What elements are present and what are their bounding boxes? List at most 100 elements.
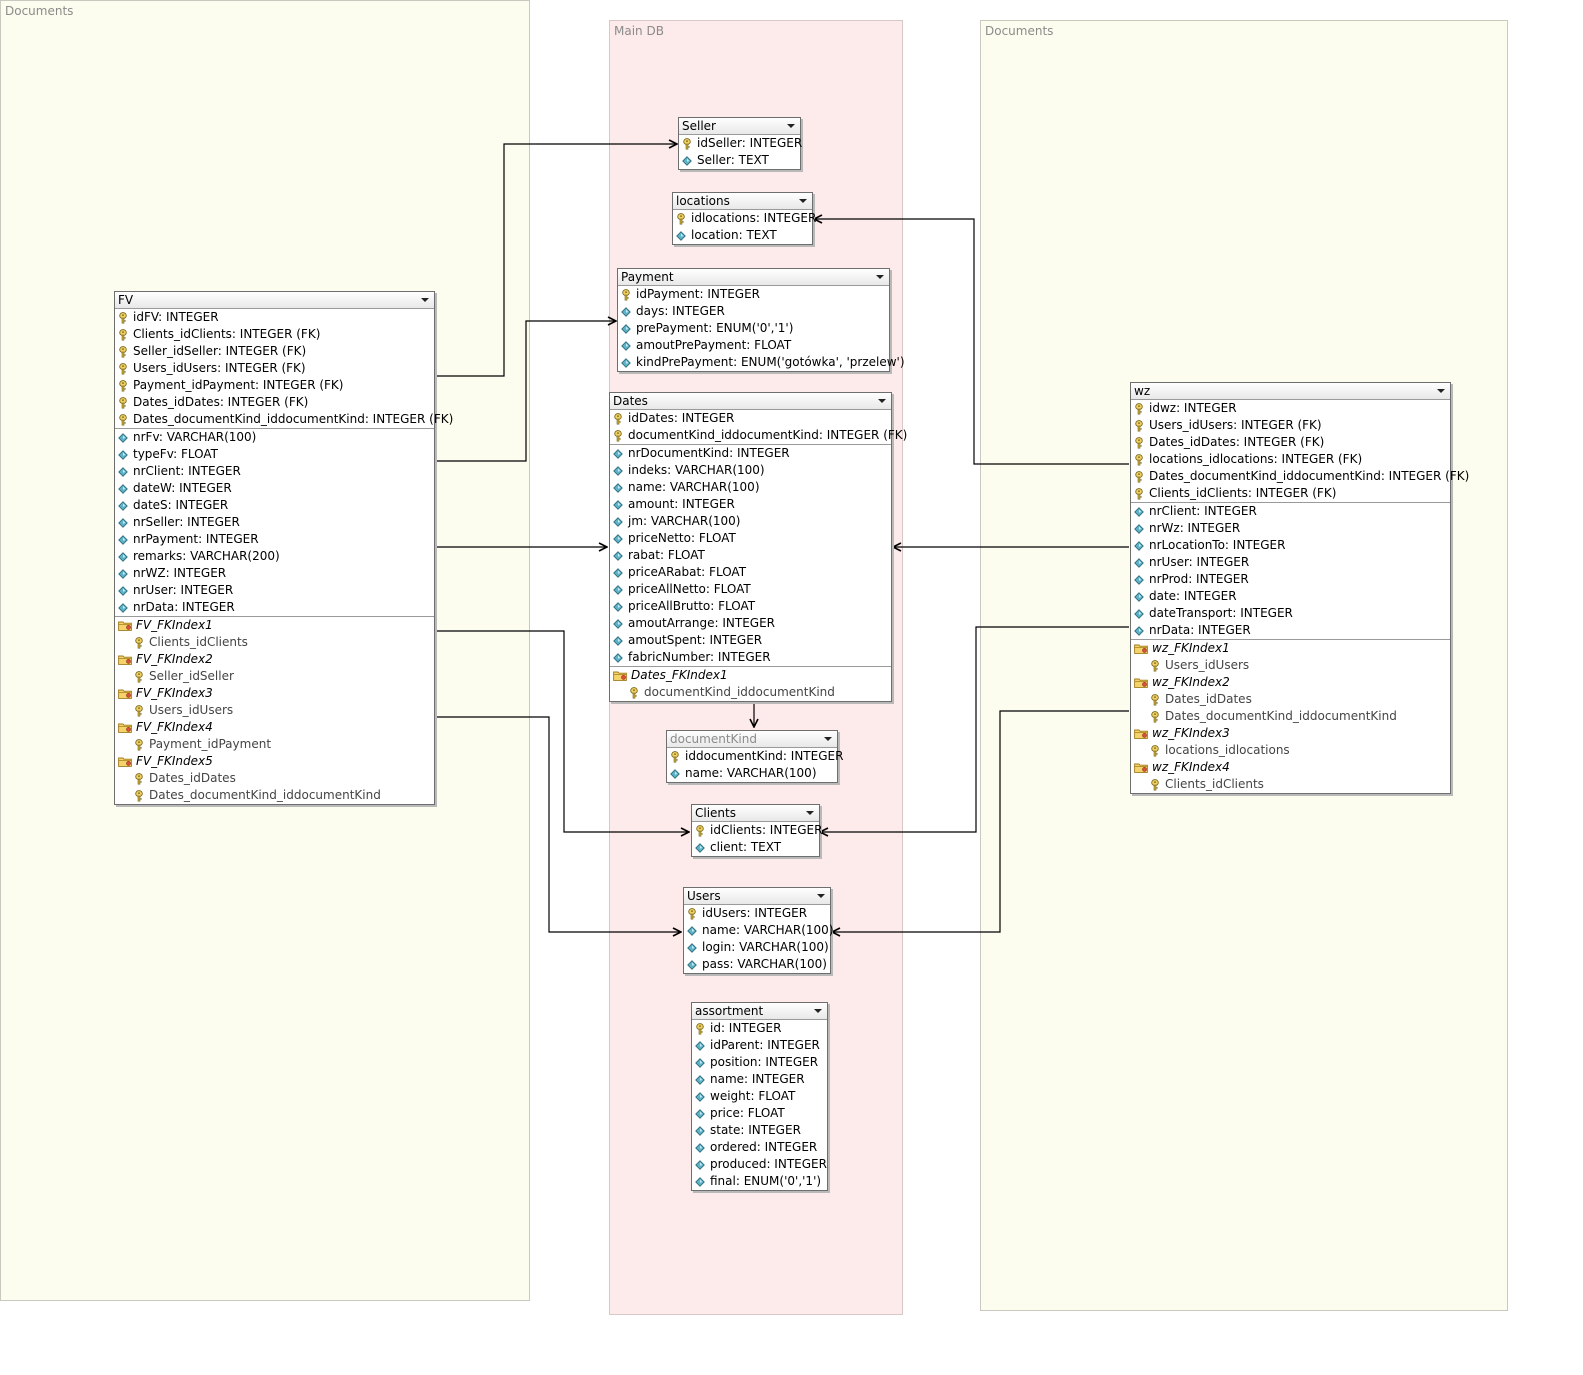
column-row[interactable]: name: VARCHAR(100) (610, 479, 891, 496)
table-header[interactable]: Dates (610, 393, 891, 410)
column-row[interactable]: amoutArrange: INTEGER (610, 615, 891, 632)
column-row[interactable]: prePayment: ENUM('0','1') (618, 320, 889, 337)
column-row[interactable]: Clients_idClients: INTEGER (FK) (115, 326, 434, 343)
index-column-row[interactable]: Dates_documentKind_iddocumentKind (1131, 708, 1450, 725)
dropdown-arrow-icon[interactable] (1437, 389, 1445, 393)
column-row[interactable]: priceARabat: FLOAT (610, 564, 891, 581)
column-row[interactable]: nrData: INTEGER (115, 599, 434, 616)
column-row[interactable]: nrLocationTo: INTEGER (1131, 537, 1450, 554)
dropdown-arrow-icon[interactable] (806, 811, 814, 815)
column-row[interactable]: price: FLOAT (692, 1105, 827, 1122)
table-header[interactable]: Clients (692, 805, 819, 822)
column-row[interactable]: amoutSpent: INTEGER (610, 632, 891, 649)
column-row[interactable]: idParent: INTEGER (692, 1037, 827, 1054)
dropdown-arrow-icon[interactable] (824, 737, 832, 741)
table-header[interactable]: Payment (618, 269, 889, 286)
index-column-row[interactable]: Payment_idPayment (115, 736, 434, 753)
column-row[interactable]: days: INTEGER (618, 303, 889, 320)
dropdown-arrow-icon[interactable] (814, 1009, 822, 1013)
table-header[interactable]: Users (684, 888, 830, 905)
column-row[interactable]: idPayment: INTEGER (618, 286, 889, 303)
column-row[interactable]: idFV: INTEGER (115, 309, 434, 326)
column-row[interactable]: Users_idUsers: INTEGER (FK) (115, 360, 434, 377)
column-row[interactable]: produced: INTEGER (692, 1156, 827, 1173)
column-row[interactable]: Seller: TEXT (679, 152, 800, 169)
column-row[interactable]: idClients: INTEGER (692, 822, 822, 839)
table-header[interactable]: FV (115, 292, 434, 309)
column-row[interactable]: nrData: INTEGER (1131, 622, 1450, 639)
column-row[interactable]: nrClient: INTEGER (115, 463, 434, 480)
column-row[interactable]: remarks: VARCHAR(200) (115, 548, 434, 565)
table-header[interactable]: documentKind (667, 731, 837, 748)
index-row[interactable]: FV_FKIndex4 (115, 719, 434, 736)
column-row[interactable]: nrWz: INTEGER (1131, 520, 1450, 537)
column-row[interactable]: nrUser: INTEGER (1131, 554, 1450, 571)
column-row[interactable]: idlocations: INTEGER (673, 210, 816, 227)
column-row[interactable]: date: INTEGER (1131, 588, 1450, 605)
column-row[interactable]: idUsers: INTEGER (684, 905, 830, 922)
column-row[interactable]: priceNetto: FLOAT (610, 530, 891, 547)
dropdown-arrow-icon[interactable] (876, 275, 884, 279)
column-row[interactable]: Dates_idDates: INTEGER (FK) (1131, 434, 1450, 451)
column-row[interactable]: id: INTEGER (692, 1020, 827, 1037)
column-row[interactable]: name: INTEGER (692, 1071, 827, 1088)
column-row[interactable]: nrProd: INTEGER (1131, 571, 1450, 588)
column-row[interactable]: Dates_idDates: INTEGER (FK) (115, 394, 434, 411)
index-column-row[interactable]: Dates_idDates (1131, 691, 1450, 708)
column-row[interactable]: state: INTEGER (692, 1122, 827, 1139)
column-row[interactable]: amoutPrePayment: FLOAT (618, 337, 889, 354)
index-column-row[interactable]: Users_idUsers (115, 702, 434, 719)
column-row[interactable]: nrPayment: INTEGER (115, 531, 434, 548)
column-row[interactable]: pass: VARCHAR(100) (684, 956, 830, 973)
column-row[interactable]: idDates: INTEGER (610, 410, 891, 427)
column-row[interactable]: Users_idUsers: INTEGER (FK) (1131, 417, 1450, 434)
column-row[interactable]: client: TEXT (692, 839, 819, 856)
column-row[interactable]: nrSeller: INTEGER (115, 514, 434, 531)
column-row[interactable]: ordered: INTEGER (692, 1139, 827, 1156)
column-row[interactable]: idwz: INTEGER (1131, 400, 1450, 417)
column-row[interactable]: dateS: INTEGER (115, 497, 434, 514)
column-row[interactable]: jm: VARCHAR(100) (610, 513, 891, 530)
column-row[interactable]: nrWZ: INTEGER (115, 565, 434, 582)
index-row[interactable]: wz_FKIndex2 (1131, 674, 1450, 691)
column-row[interactable]: locations_idlocations: INTEGER (FK) (1131, 451, 1450, 468)
column-row[interactable]: name: VARCHAR(100) (667, 765, 837, 782)
dropdown-arrow-icon[interactable] (799, 199, 807, 203)
index-column-row[interactable]: Clients_idClients (115, 634, 434, 651)
index-row[interactable]: wz_FKIndex4 (1131, 759, 1450, 776)
index-row[interactable]: FV_FKIndex1 (115, 616, 434, 634)
column-row[interactable]: indeks: VARCHAR(100) (610, 462, 891, 479)
column-row[interactable]: dateW: INTEGER (115, 480, 434, 497)
column-row[interactable]: iddocumentKind: INTEGER (667, 748, 843, 765)
column-row[interactable]: name: VARCHAR(100) (684, 922, 834, 939)
column-row[interactable]: rabat: FLOAT (610, 547, 891, 564)
index-row[interactable]: Dates_FKIndex1 (610, 666, 891, 684)
column-row[interactable]: dateTransport: INTEGER (1131, 605, 1450, 622)
table-header[interactable]: wz (1131, 383, 1450, 400)
column-row[interactable]: Dates_documentKind_iddocumentKind: INTEG… (1131, 468, 1469, 485)
column-row[interactable]: priceAllNetto: FLOAT (610, 581, 891, 598)
index-column-row[interactable]: Clients_idClients (1131, 776, 1450, 793)
index-row[interactable]: wz_FKIndex1 (1131, 639, 1450, 657)
column-row[interactable]: kindPrePayment: ENUM('gotówka', 'przelew… (618, 354, 905, 371)
index-column-row[interactable]: Dates_idDates (115, 770, 434, 787)
column-row[interactable]: nrUser: INTEGER (115, 582, 434, 599)
index-column-row[interactable]: documentKind_iddocumentKind (610, 684, 891, 701)
dropdown-arrow-icon[interactable] (787, 124, 795, 128)
column-row[interactable]: idSeller: INTEGER (679, 135, 802, 152)
index-row[interactable]: FV_FKIndex2 (115, 651, 434, 668)
table-header[interactable]: locations (673, 193, 812, 210)
column-row[interactable]: Clients_idClients: INTEGER (FK) (1131, 485, 1450, 502)
column-row[interactable]: nrDocumentKind: INTEGER (610, 444, 891, 462)
index-row[interactable]: wz_FKIndex3 (1131, 725, 1450, 742)
column-row[interactable]: login: VARCHAR(100) (684, 939, 830, 956)
index-column-row[interactable]: locations_idlocations (1131, 742, 1450, 759)
